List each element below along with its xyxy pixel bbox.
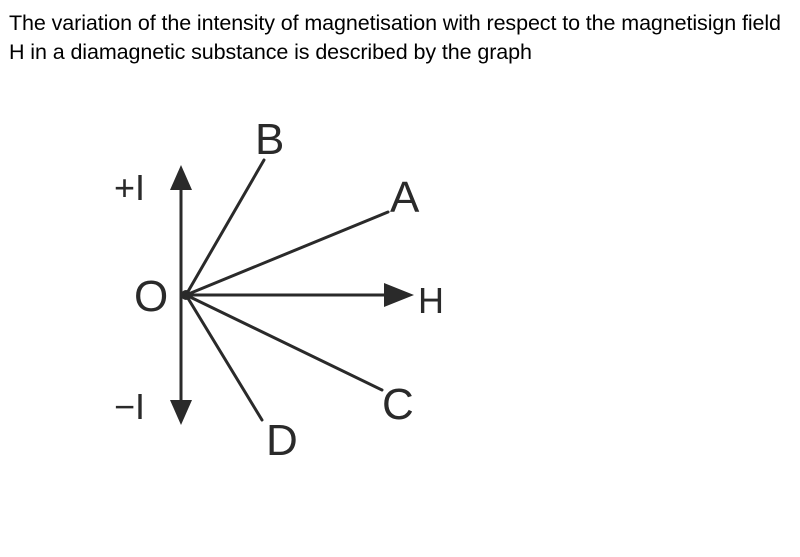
line-c-label: C [382,380,414,429]
h-axis [185,283,414,307]
line-c [184,293,384,392]
positive-i-label: +I [114,167,145,208]
question-text: The variation of the intensity of magnet… [9,11,781,64]
line-b [184,158,266,297]
origin-label: O [134,272,168,321]
negative-i-label: −I [114,386,145,427]
line-b-label: B [255,115,284,164]
h-axis-label: H [418,280,444,321]
line-d-label: D [266,416,298,465]
line-a-label: A [390,173,420,222]
graph-lines [184,158,390,422]
line-d [184,293,264,422]
line-a [184,210,390,297]
